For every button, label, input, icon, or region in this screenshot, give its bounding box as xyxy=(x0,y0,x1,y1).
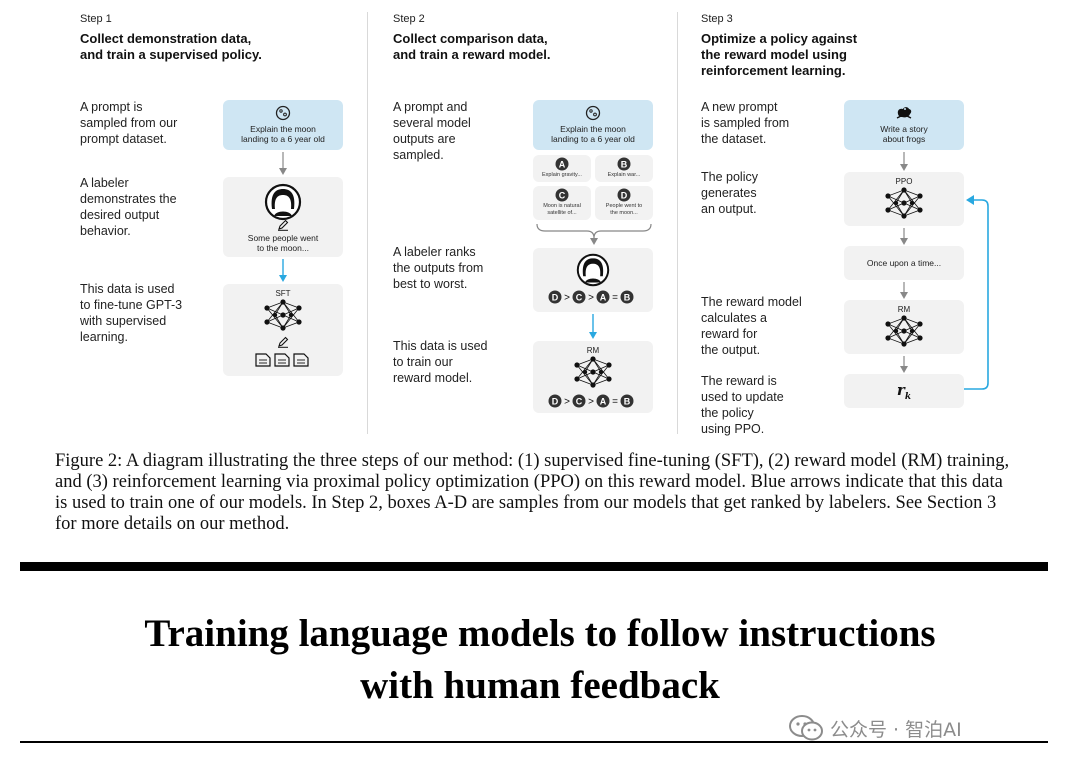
output-card-a: A Explain gravity... xyxy=(533,155,591,182)
svg-text:>: > xyxy=(588,397,594,408)
rm-label: RM xyxy=(586,346,600,355)
letter-a-badge: A xyxy=(555,157,569,171)
letter-b-badge: B xyxy=(617,157,631,171)
svg-text:=: = xyxy=(612,293,618,304)
figure-caption: Figure 2: A diagram illustrating the thr… xyxy=(55,451,1010,534)
svg-text:C: C xyxy=(559,191,566,201)
step-3-ppo-card: PPO xyxy=(844,172,964,226)
paper-title-line-1: Training language models to follow instr… xyxy=(144,612,936,655)
neural-network-icon xyxy=(885,315,923,347)
svg-text:A: A xyxy=(559,160,566,170)
frog-icon xyxy=(896,107,912,119)
pencil-icon xyxy=(278,336,289,348)
step-2-labeler-card: D > C > A = B xyxy=(533,248,653,312)
column-divider xyxy=(677,12,678,434)
svg-text:>: > xyxy=(564,397,570,408)
svg-text:D: D xyxy=(552,397,559,407)
step-2-title: Collect comparison data,and train a rewa… xyxy=(393,31,551,62)
paper-title-line-2: with human feedback xyxy=(360,664,720,707)
neural-network-icon xyxy=(885,187,923,219)
column-divider xyxy=(367,12,368,434)
svg-text:>: > xyxy=(564,293,570,304)
reward-symbol: rk xyxy=(896,381,912,402)
neural-network-icon xyxy=(264,299,302,331)
svg-text:C: C xyxy=(576,293,583,303)
brace-connector xyxy=(536,223,652,245)
step-1-label: Step 1 xyxy=(80,13,112,25)
bottom-rule xyxy=(20,741,1048,743)
letter-c-badge: C xyxy=(555,188,569,202)
ppo-label: PPO xyxy=(895,177,913,186)
blue-feedback-arrow xyxy=(964,195,989,390)
moon-icon xyxy=(275,105,291,121)
step-3-label: Step 3 xyxy=(701,13,733,25)
sft-label: SFT xyxy=(275,289,291,298)
pencil-icon xyxy=(278,219,289,231)
grey-arrow xyxy=(900,228,908,245)
grey-arrow xyxy=(900,152,908,171)
grey-arrow xyxy=(900,282,908,299)
neural-network-icon xyxy=(574,356,612,388)
rm-label: RM xyxy=(897,305,911,314)
ranking-row: D > C > A = B xyxy=(548,290,634,304)
svg-text:=: = xyxy=(612,397,618,408)
step-3-output-card: Once upon a time... xyxy=(844,246,964,280)
step-3-reward-card: rk xyxy=(844,374,964,408)
blue-arrow xyxy=(589,314,597,339)
svg-text:B: B xyxy=(624,397,631,407)
step-3-rm-card: RM xyxy=(844,300,964,354)
step-2-label: Step 2 xyxy=(393,13,425,25)
documents-icon xyxy=(255,353,309,367)
step-2-rm-card: RM D > C > A = B xyxy=(533,341,653,413)
step-1-title: Collect demonstration data,and train a s… xyxy=(80,31,262,62)
svg-text:A: A xyxy=(600,293,607,303)
method-diagram: Step 1 Collect demonstration data,and tr… xyxy=(80,12,989,436)
svg-text:D: D xyxy=(621,191,628,201)
grey-arrow xyxy=(279,152,287,175)
svg-text:D: D xyxy=(552,293,559,303)
letter-d-badge: D xyxy=(617,188,631,202)
step-1-sft-card: SFT xyxy=(223,284,343,376)
top-rule xyxy=(20,562,1048,571)
blue-arrow xyxy=(279,259,287,282)
watermark-text: 公众号 · 智泊AI xyxy=(830,718,962,741)
grey-arrow xyxy=(900,356,908,373)
labeler-avatar-icon xyxy=(576,253,610,287)
ranking-row: D > C > A = B xyxy=(548,394,634,408)
wechat-icon xyxy=(789,715,823,741)
watermark: 公众号 · 智泊AI xyxy=(788,714,962,742)
labeler-avatar-icon xyxy=(264,183,302,221)
svg-text:B: B xyxy=(624,293,631,303)
svg-text:A: A xyxy=(600,397,607,407)
output-card-b: B Explain war... xyxy=(595,155,653,182)
svg-text:C: C xyxy=(576,397,583,407)
moon-icon xyxy=(585,105,601,121)
svg-text:B: B xyxy=(621,160,628,170)
svg-text:>: > xyxy=(588,293,594,304)
